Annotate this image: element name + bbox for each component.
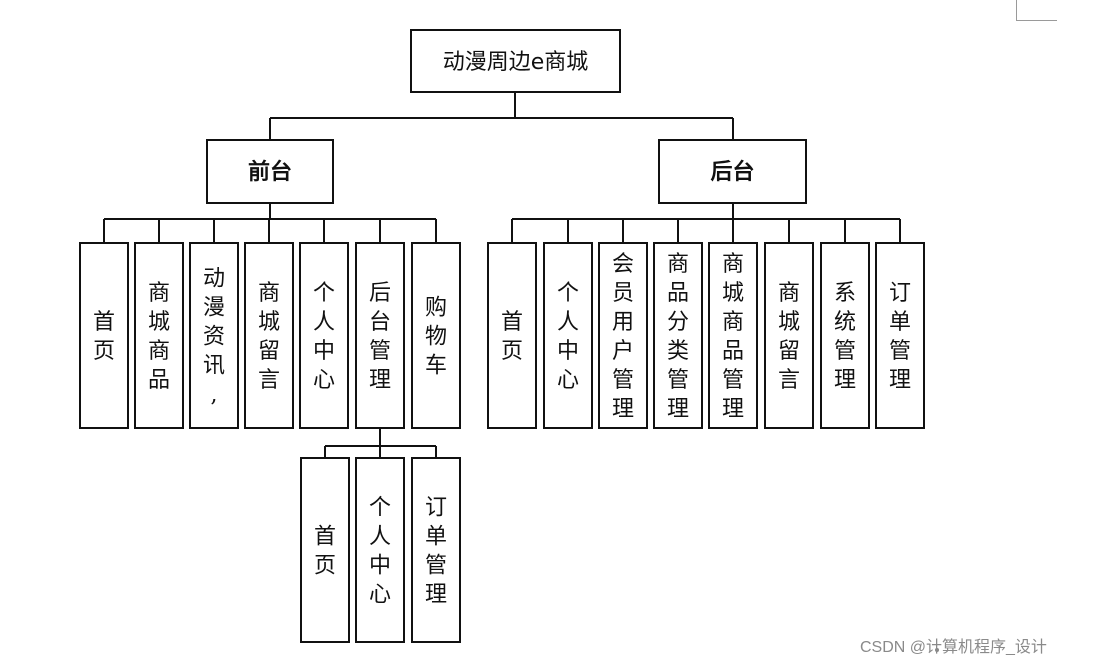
backend-item-system-label: 系统管理 xyxy=(834,281,856,393)
backend-item-messages: 商城留言 xyxy=(764,242,814,429)
frontend-label: 前台 xyxy=(248,159,292,185)
frontend-item-admin: 后台管理 xyxy=(355,242,405,429)
root-label: 动漫周边e商城 xyxy=(443,50,589,75)
backend-item-products: 商城商品管理 xyxy=(708,242,758,429)
backend-item-products-label: 商城商品管理 xyxy=(722,252,744,422)
frontend-item-cart-label: 购物车 xyxy=(425,296,447,379)
sub-item-orders: 订单管理 xyxy=(411,457,461,643)
backend-item-system: 系统管理 xyxy=(820,242,870,429)
page-corner-mark xyxy=(1016,0,1057,21)
csdn-watermark: CSDN @计算机程序_设计 xyxy=(860,639,1047,656)
frontend-item-anime-news: 动漫资讯, xyxy=(189,242,239,429)
sub-item-personal-center: 个人中心 xyxy=(355,457,405,643)
sub-item-orders-label: 订单管理 xyxy=(425,496,447,608)
backend-item-orders-label: 订单管理 xyxy=(889,281,911,393)
frontend-item-admin-label: 后台管理 xyxy=(369,281,391,393)
backend-item-category-label: 商品分类管理 xyxy=(667,252,689,422)
backend-item-member-users-label: 会员用户管理 xyxy=(612,252,634,422)
frontend-item-cart: 购物车 xyxy=(411,242,461,429)
backend-item-category: 商品分类管理 xyxy=(653,242,703,429)
root-node: 动漫周边e商城 xyxy=(410,29,621,93)
frontend-node: 前台 xyxy=(206,139,334,204)
backend-item-orders: 订单管理 xyxy=(875,242,925,429)
backend-item-home: 首页 xyxy=(487,242,537,429)
frontend-item-messages: 商城留言 xyxy=(244,242,294,429)
connector-lines xyxy=(103,92,901,458)
frontend-item-personal-center-label: 个人中心 xyxy=(313,281,335,393)
frontend-item-products: 商城商品 xyxy=(134,242,184,429)
backend-item-member-users: 会员用户管理 xyxy=(598,242,648,429)
frontend-item-home-label: 首页 xyxy=(93,310,115,364)
sub-item-personal-center-label: 个人中心 xyxy=(369,496,391,608)
frontend-item-products-label: 商城商品 xyxy=(148,281,170,393)
page-dot-mark xyxy=(935,648,939,652)
frontend-item-home: 首页 xyxy=(79,242,129,429)
sub-item-home: 首页 xyxy=(300,457,350,643)
frontend-item-messages-label: 商城留言 xyxy=(258,281,280,393)
backend-node: 后台 xyxy=(658,139,807,204)
backend-label: 后台 xyxy=(710,159,754,185)
backend-item-personal-center: 个人中心 xyxy=(543,242,593,429)
frontend-item-anime-news-label: 动漫资讯, xyxy=(203,267,225,408)
backend-item-personal-center-label: 个人中心 xyxy=(557,281,579,393)
sub-item-home-label: 首页 xyxy=(314,525,336,579)
backend-item-messages-label: 商城留言 xyxy=(778,281,800,393)
backend-item-home-label: 首页 xyxy=(501,310,523,364)
frontend-item-personal-center: 个人中心 xyxy=(299,242,349,429)
